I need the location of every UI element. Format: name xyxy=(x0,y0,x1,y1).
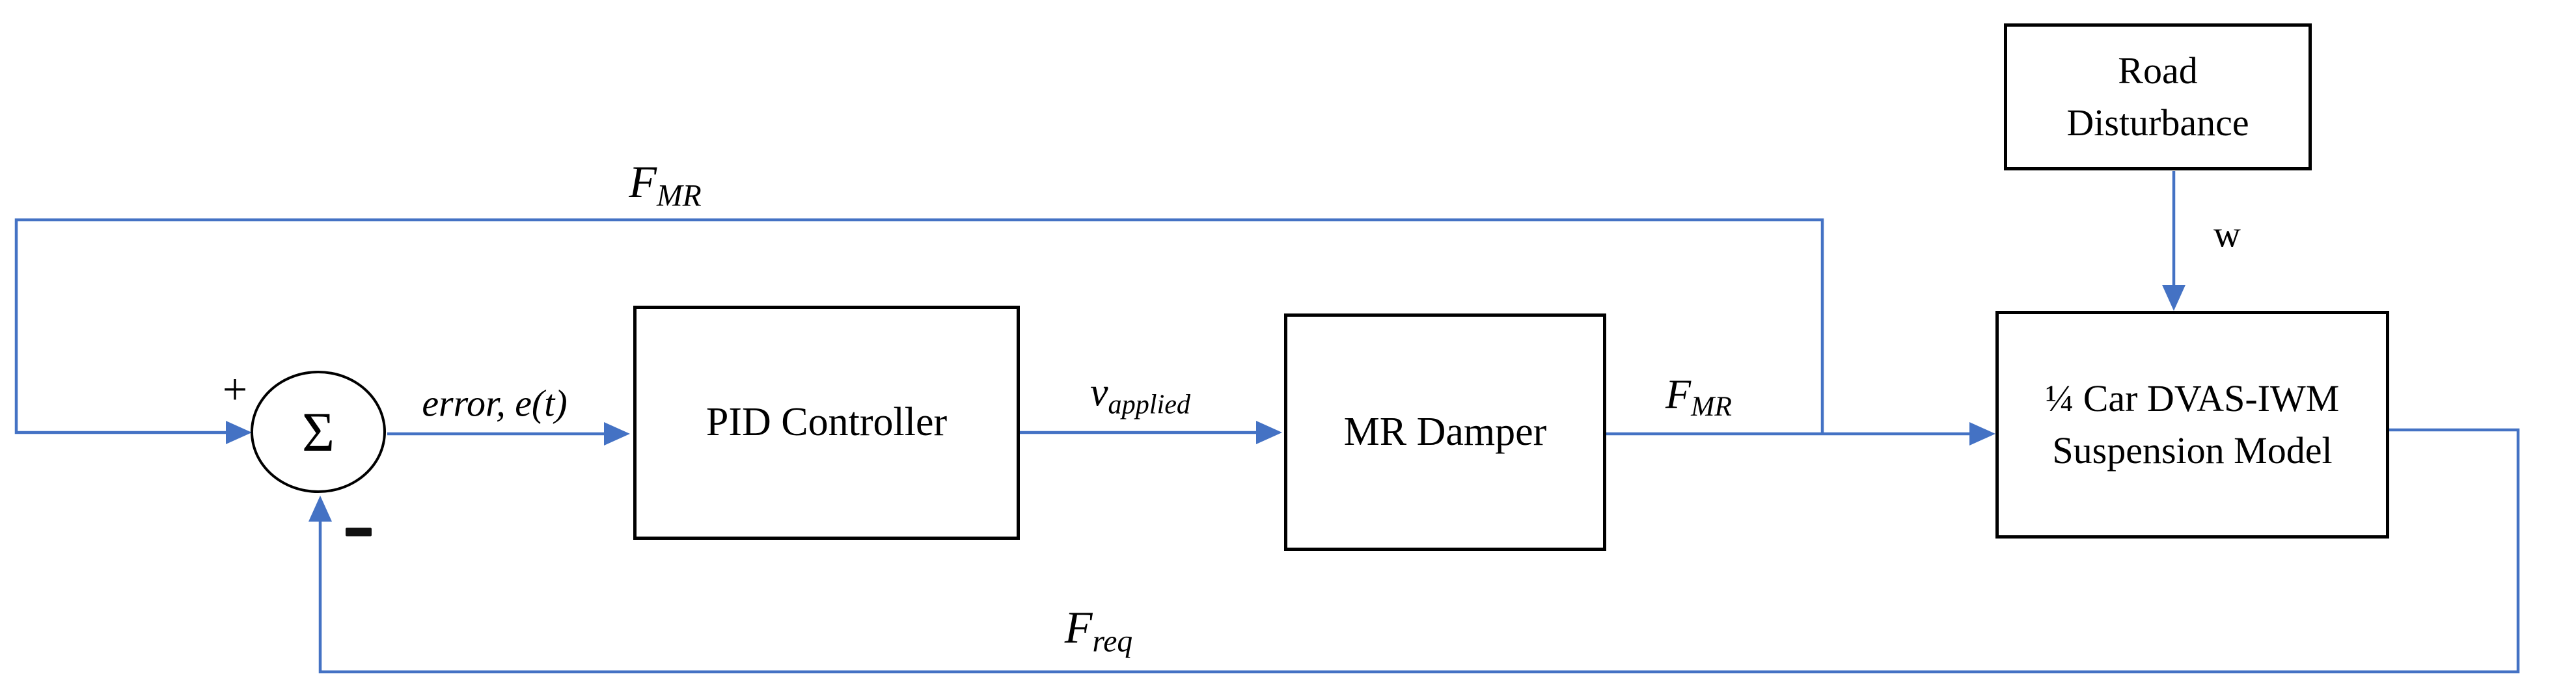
v-applied-signal-label: vapplied xyxy=(1090,370,1190,420)
suspension-label-line2: Suspension Model xyxy=(2052,429,2333,472)
arrowhead-into-summer-left xyxy=(226,421,252,444)
error-signal-label: error, e(t) xyxy=(422,382,568,425)
sigma-symbol: Σ xyxy=(301,401,335,463)
feedback-bottom-freq-line xyxy=(318,428,2520,674)
v-applied-main: v xyxy=(1090,370,1108,415)
f-mr-top-signal-label: FMR xyxy=(629,157,701,211)
mr-damper-block: MR Damper xyxy=(1284,313,1606,551)
suspension-model-block: ¼ Car DVAS-IWM Suspension Model xyxy=(1995,311,2389,539)
road-disturbance-block: Road Disturbance xyxy=(2004,23,2312,170)
pid-controller-block: PID Controller xyxy=(633,306,1020,540)
road-label-line1: Road xyxy=(2118,49,2198,92)
w-signal-label: w xyxy=(2213,213,2241,256)
f-req-signal-label: Freq xyxy=(1064,602,1132,657)
arrowhead-into-damper xyxy=(1256,421,1282,444)
summing-junction: Σ xyxy=(251,371,386,493)
arrowhead-into-suspension xyxy=(1969,422,1995,446)
f-mr-mid-main: F xyxy=(1665,371,1692,417)
f-req-main: F xyxy=(1064,603,1093,653)
f-mr-top-sub: MR xyxy=(657,179,702,213)
v-applied-sub: applied xyxy=(1108,389,1190,420)
plus-sign: + xyxy=(222,364,248,414)
feedback-top-fmr-line xyxy=(14,218,1824,434)
f-mr-mid-sub: MR xyxy=(1691,391,1732,423)
arrowhead-road-down xyxy=(2162,285,2185,311)
road-label-line2: Disturbance xyxy=(2066,101,2249,144)
f-mr-top-main: F xyxy=(629,157,657,207)
minus-sign xyxy=(346,527,372,537)
suspension-label-line1: ¼ Car DVAS-IWM xyxy=(2045,377,2340,419)
arrowhead-into-pid xyxy=(604,422,630,446)
mr-damper-label: MR Damper xyxy=(1343,409,1547,454)
arrowhead-into-summer-bottom xyxy=(308,496,332,522)
f-mr-mid-signal-label: FMR xyxy=(1665,370,1732,421)
f-req-sub: req xyxy=(1092,624,1133,659)
pid-controller-label: PID Controller xyxy=(706,400,948,445)
